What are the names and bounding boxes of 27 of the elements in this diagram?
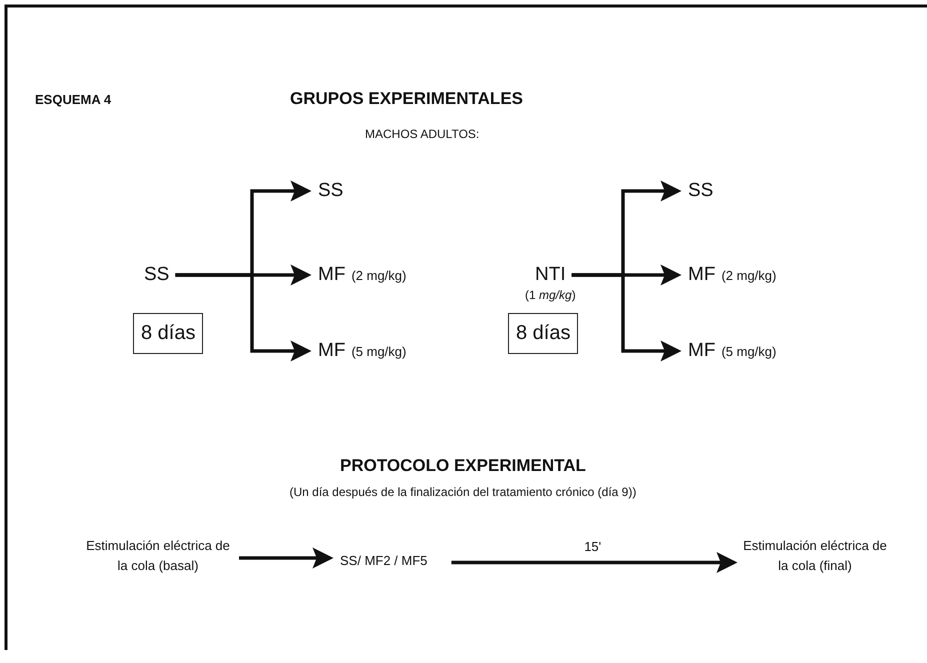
step-label: Estimulación eléctrica de la cola (final)	[740, 536, 890, 576]
dose-label: (5 mg/kg)	[351, 344, 406, 359]
section-label: MACHOS ADULTOS:	[365, 127, 480, 141]
arrow	[239, 548, 334, 568]
duration-box: 8 días	[508, 313, 578, 354]
arrow	[572, 273, 682, 362]
dose-label: (2 mg/kg)	[351, 268, 406, 283]
step-label: Estimulación eléctrica de la cola (basal)	[83, 536, 233, 576]
title: GRUPOS EXPERIMENTALES	[290, 89, 523, 109]
duration-box: 8 días	[133, 313, 204, 354]
section-heading: PROTOCOLO EXPERIMENTAL	[340, 456, 586, 476]
group-label: MF	[688, 264, 716, 286]
arrow	[451, 552, 738, 573]
diagram-number: ESQUEMA 4	[35, 92, 112, 107]
node-label: SS	[688, 180, 714, 202]
node-label: SS	[318, 180, 344, 202]
group-label: NTI	[535, 264, 566, 286]
group-label: MF	[318, 340, 346, 362]
arrow	[175, 273, 312, 362]
node-label: SS	[144, 264, 170, 286]
dose-label: (5 mg/kg)	[721, 344, 776, 359]
step-label: SS/ MF2 / MF5	[340, 553, 428, 568]
group-label: MF	[688, 340, 716, 362]
group-label: MF	[318, 264, 346, 286]
dose-label: (1 mg/kg)	[525, 288, 576, 302]
note: (Un día después de la finalización del tratamiento crónico (día 9))	[290, 485, 636, 499]
dose-label: (2 mg/kg)	[721, 268, 776, 283]
